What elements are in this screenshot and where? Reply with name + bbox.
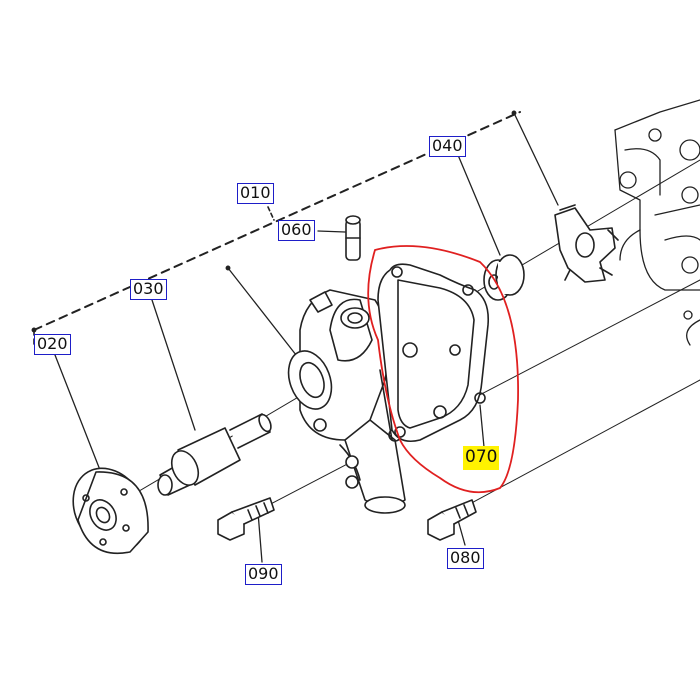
callout-ring-gasket [367, 245, 519, 494]
mechanical-seal [483, 254, 525, 301]
shaft-bearing [157, 413, 272, 496]
engine-block-fragment [614, 99, 700, 346]
pump-body [287, 289, 406, 514]
pulley-hub [72, 467, 149, 554]
leader-lines [31, 110, 559, 563]
dowel-pin [345, 215, 361, 261]
gasket-flange [377, 263, 490, 443]
part-label-030: 030 [130, 279, 167, 300]
part-label-010: 010 [237, 183, 274, 204]
part-label-080: 080 [447, 548, 484, 569]
bolt-lower-right [427, 499, 477, 541]
part-label-090: 090 [245, 564, 282, 585]
impeller [554, 204, 619, 283]
part-label-070-highlighted: 070 [463, 446, 500, 470]
part-label-040: 040 [429, 136, 466, 157]
part-label-020: 020 [34, 334, 71, 355]
part-label-060: 060 [278, 220, 315, 241]
bolt-lower-left [217, 497, 275, 541]
